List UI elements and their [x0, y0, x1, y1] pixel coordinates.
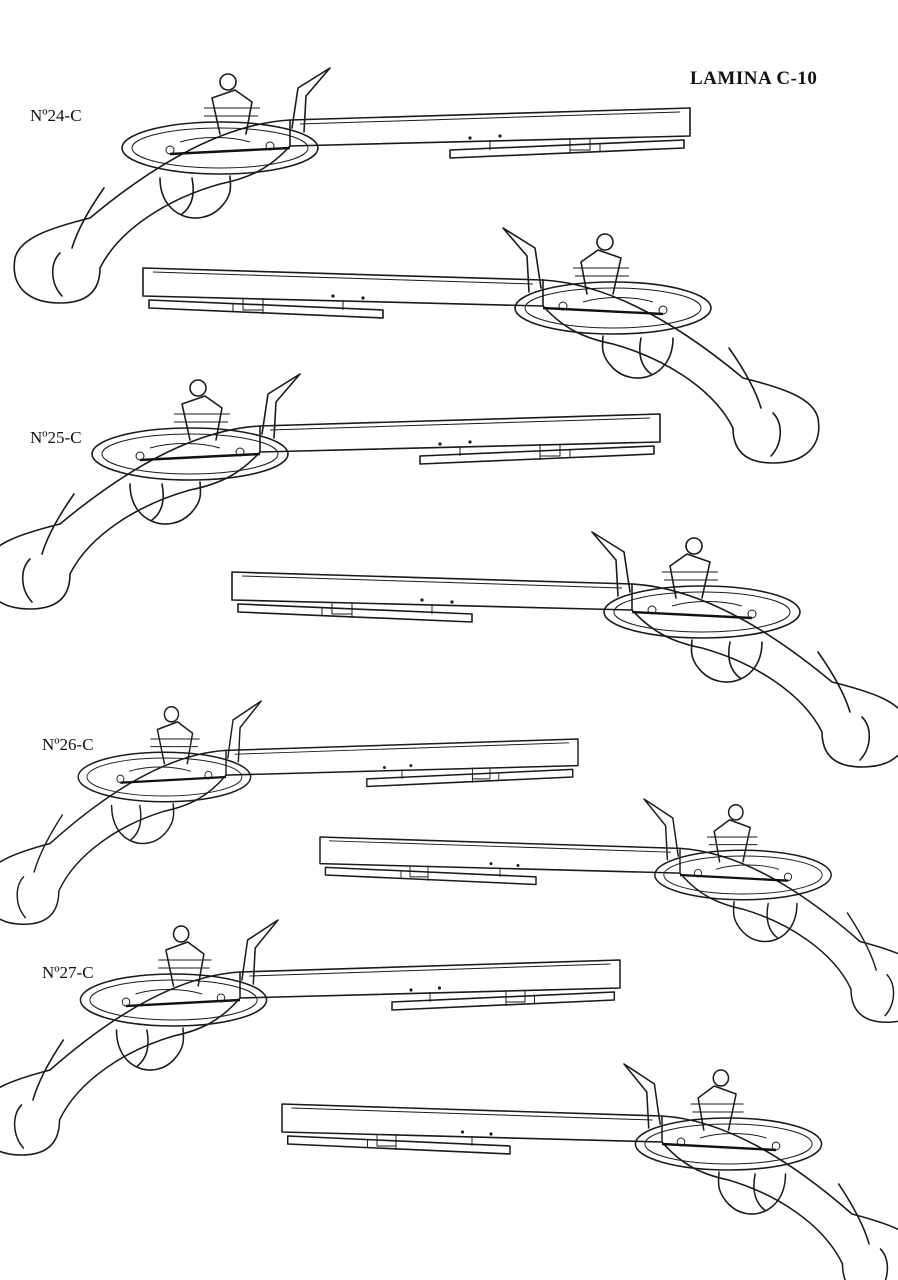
entry-label-27c: Nº27-C: [42, 963, 94, 982]
pistol-26c-left: [0, 699, 580, 926]
pistol-27c-left: [0, 918, 622, 1157]
pistol-25c-left: [0, 372, 662, 611]
entry-label-24c: Nº24-C: [30, 106, 82, 125]
entry-label-25c: Nº25-C: [30, 428, 82, 447]
pistol-25c-right-view: [230, 530, 898, 769]
pistol-27c-right-view: [280, 1062, 898, 1280]
entry-label-26c: Nº26-C: [42, 735, 94, 754]
plate-title: LAMINA C-10: [690, 68, 818, 89]
